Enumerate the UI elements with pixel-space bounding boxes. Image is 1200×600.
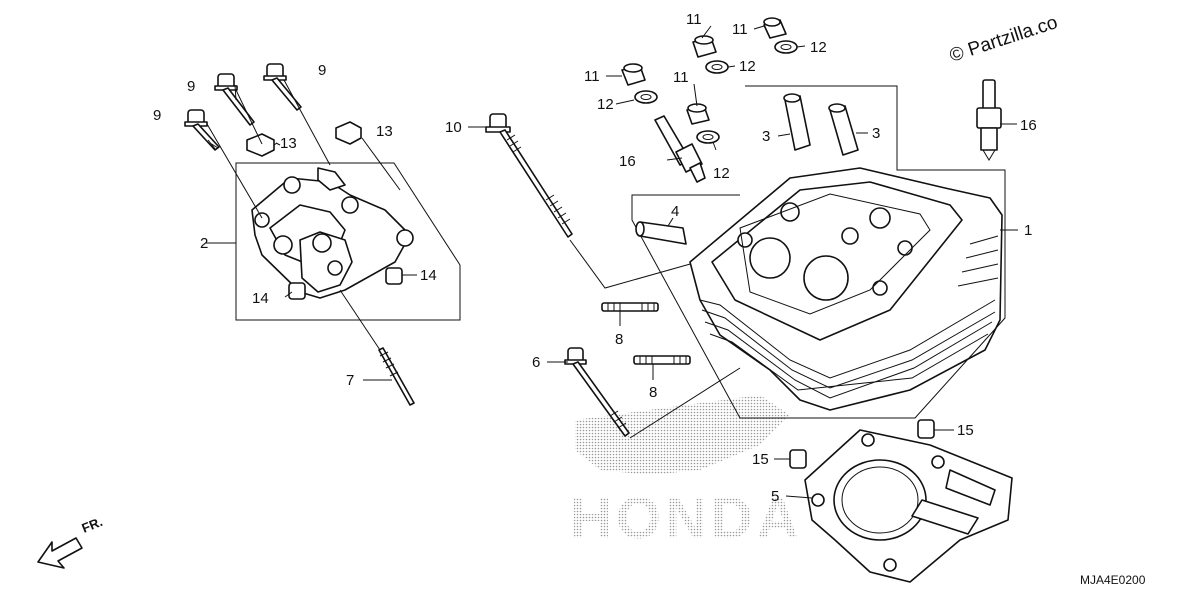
leader-lines-left: [205, 79, 401, 351]
cylinder-head: [689, 167, 1003, 411]
front-arrow-icon: [37, 537, 83, 569]
part-4-guide: [635, 221, 687, 245]
callout-10: 10: [445, 119, 462, 136]
bolt-6: [564, 347, 630, 437]
valve-guide-3-left: [783, 93, 811, 151]
callout-9-top: 9: [187, 78, 195, 95]
callout-9-left: 9: [153, 107, 161, 124]
callout-9-right: 9: [318, 62, 326, 79]
dowel-pin-left: [288, 282, 306, 300]
dowel-15-right: [917, 419, 935, 439]
honda-watermark: HONDA: [570, 395, 803, 551]
cap-11-b: [763, 17, 787, 39]
callout-14-right: 14: [420, 267, 437, 284]
callout-3-left: 3: [762, 128, 770, 145]
callout-11-b: 11: [732, 21, 748, 38]
copyright-text: © Partzilla.co: [947, 12, 1060, 67]
nut-13-left: [246, 133, 275, 157]
callout-5: 5: [771, 488, 779, 505]
leader-line-part-4: [667, 217, 674, 227]
callout-11-a: 11: [686, 11, 702, 28]
callout-13-right: 13: [376, 123, 393, 140]
callout-11-c: 11: [584, 68, 600, 85]
callout-12-c: 12: [597, 96, 614, 113]
callout-1: 1: [1024, 222, 1032, 239]
leader-line-14a: [284, 291, 293, 298]
cap-11-c: [621, 63, 646, 86]
front-direction-indicator: FR.: [37, 514, 105, 569]
callout-8-upper: 8: [615, 331, 623, 348]
spark-plug-16-left: [654, 115, 706, 183]
leader-line-gasket-5: [785, 495, 813, 499]
callout-12-b: 12: [810, 39, 827, 56]
cap-11-d: [686, 103, 710, 125]
leader-lines-caps: [606, 25, 806, 151]
callout-14-left: 14: [252, 290, 269, 307]
o-ring-12-c: [634, 90, 658, 104]
callout-2: 2: [200, 235, 208, 252]
callout-labels: 1 2 3 3 4 5 6 7 8 8 9 9 9 10 11 11 11 11…: [153, 11, 1037, 505]
diagram-code: MJA4E0200: [1080, 573, 1146, 587]
leader-line-plug-16a: [666, 157, 683, 161]
callout-3-right: 3: [872, 125, 880, 142]
bolt-9-left: [184, 109, 220, 151]
nut-13-right: [335, 121, 362, 145]
callout-6: 6: [532, 354, 540, 371]
o-ring-12-b: [774, 40, 798, 54]
bolt-9-middle: [214, 73, 255, 126]
callout-15-right: 15: [957, 422, 974, 439]
o-ring-12-a: [705, 60, 729, 74]
front-label: FR.: [80, 514, 105, 536]
honda-watermark-text: HONDA: [570, 486, 803, 551]
rocker-arm-assembly: [235, 162, 461, 321]
stud-8-lower: [633, 355, 691, 365]
callout-11-d: 11: [673, 69, 689, 86]
callout-13-left: 13: [280, 135, 297, 152]
o-ring-12-d: [696, 130, 720, 144]
stud-bolt-7: [378, 347, 415, 406]
leader-line-guide-3a: [777, 133, 791, 137]
spark-plug-16-right: [976, 79, 1002, 161]
long-bolt-10: [485, 113, 573, 238]
bolt-9-right: [263, 63, 302, 111]
leader-line-bolt-6: [629, 367, 741, 439]
callout-15-left: 15: [752, 451, 769, 468]
head-outline-box: [631, 85, 1006, 419]
callout-8-lower: 8: [649, 384, 657, 401]
stud-8-upper: [601, 302, 659, 312]
callout-7: 7: [346, 372, 354, 389]
callout-12-d: 12: [713, 165, 730, 182]
callout-16-right: 16: [1020, 117, 1037, 134]
cap-11-a: [692, 35, 717, 58]
head-gasket-5: [804, 429, 1013, 583]
valve-guide-3-right: [828, 103, 859, 156]
dowel-pin-right: [385, 267, 403, 285]
callout-4: 4: [671, 203, 679, 220]
leader-line-13a: [273, 142, 278, 146]
callout-12-a: 12: [739, 58, 756, 75]
callout-16-left: 16: [619, 153, 636, 170]
dowel-15-left: [789, 449, 807, 469]
